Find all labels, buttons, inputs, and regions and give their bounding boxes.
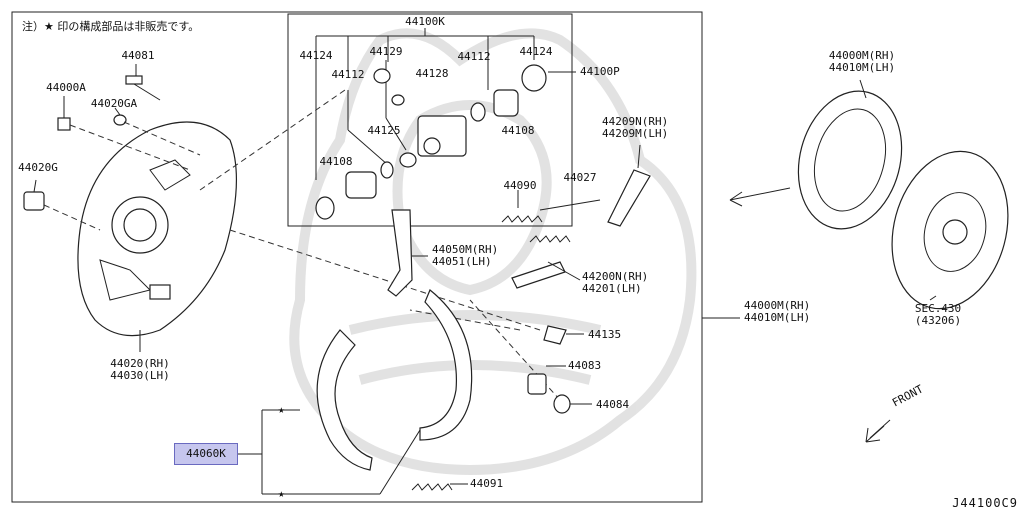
- label-44112-left: 44112: [331, 68, 365, 81]
- label-44090: 44090: [503, 179, 537, 192]
- label-44108-right: 44108: [501, 124, 535, 137]
- backing-plate: [77, 121, 238, 352]
- clip-44135: [543, 325, 584, 345]
- bracket-44060K: [238, 409, 421, 495]
- label-44129: 44129: [369, 45, 403, 58]
- label-44000A: 44000A: [46, 81, 86, 94]
- label-44124-right: 44124: [519, 45, 553, 58]
- grommet-44020GA: [113, 107, 127, 126]
- front-arrow-icon: [865, 419, 891, 443]
- brake-drum: [891, 150, 1009, 310]
- diagram-reference-code: J44100C9: [952, 496, 1018, 510]
- label-44100K: 44100K: [405, 15, 445, 28]
- label-44081: 44081: [121, 49, 155, 62]
- label-44125: 44125: [367, 124, 401, 137]
- label-44209: 44209N(RH) 44209M(LH): [602, 115, 669, 140]
- label-44020GA: 44020GA: [90, 97, 138, 110]
- strut-44050: [387, 209, 428, 297]
- brake-shoes: [316, 289, 473, 471]
- wheel-cylinder-parts: [315, 64, 576, 220]
- highlighted-part-44060K[interactable]: 44060K: [174, 443, 238, 465]
- label-44100P: 44100P: [580, 65, 620, 78]
- lever-44209: [607, 144, 651, 227]
- spring-44083: [527, 365, 566, 395]
- note-text: 注）★ 印の構成部品は非販売です。: [22, 20, 200, 33]
- label-44128: 44128: [415, 67, 449, 80]
- spring-44091: [411, 483, 468, 491]
- bolt-44081: [125, 64, 161, 101]
- bolt-44000A: [57, 96, 71, 131]
- dashed-leaders: [43, 89, 561, 401]
- label-44112-right: 44112: [457, 50, 491, 63]
- label-44000M-top: 44000M(RH) 44010M(LH): [828, 49, 896, 74]
- label-44084: 44084: [596, 398, 630, 411]
- adjuster-44200: [511, 261, 581, 289]
- label-44027: 44027: [563, 171, 597, 184]
- label-sec-430: SEC.430 (43206): [914, 302, 962, 327]
- label-44135: 44135: [588, 328, 622, 341]
- label-44108-left: 44108: [319, 155, 353, 168]
- retainer-44084: [553, 394, 592, 414]
- label-44124-left: 44124: [299, 49, 333, 62]
- label-44050: 44050M(RH) 44051(LH): [432, 243, 499, 268]
- star-mark-upper: ★: [278, 403, 285, 416]
- main-frame: [11, 11, 703, 503]
- grommet-44020G: [23, 179, 45, 211]
- label-44020G: 44020G: [18, 161, 58, 174]
- bracket-44100K: [315, 28, 535, 180]
- brake-assembly: [729, 79, 903, 230]
- wheel-cylinder-box: [287, 13, 573, 227]
- lever-44027: [529, 180, 601, 243]
- label-44200: 44200N(RH) 44201(LH): [582, 270, 649, 295]
- spring-44090: [501, 190, 543, 223]
- label-44000M-mid: 44000M(RH) 44010M(LH): [744, 299, 811, 324]
- star-mark-lower: ★: [278, 487, 285, 500]
- label-44020: 44020(RH) 44030(LH): [110, 357, 170, 382]
- label-44083: 44083: [568, 359, 602, 372]
- label-44091: 44091: [470, 477, 504, 490]
